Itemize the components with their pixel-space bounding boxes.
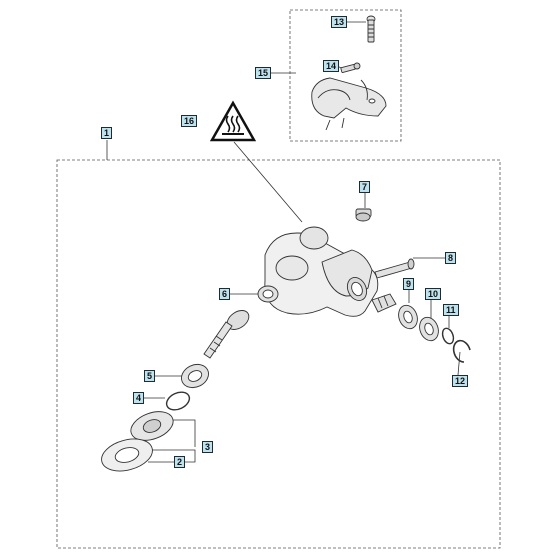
callout-14[interactable]: 14 (323, 60, 340, 72)
leader-12 (457, 351, 461, 376)
callout-7[interactable]: 7 (359, 181, 371, 193)
bearing-10-drawing (419, 316, 439, 342)
ring-4-drawing (165, 391, 191, 411)
callout-4[interactable]: 4 (133, 392, 145, 404)
callout-5[interactable]: 5 (144, 370, 156, 382)
flange-3-drawing (130, 411, 174, 441)
callout-1[interactable]: 1 (101, 127, 113, 139)
bearing-5-drawing (181, 363, 209, 389)
callout-10[interactable]: 10 (425, 288, 442, 300)
bolt-8-drawing (374, 258, 415, 279)
callout-11[interactable]: 11 (443, 304, 459, 316)
callout-2[interactable]: 2 (174, 456, 186, 468)
bearing-6-drawing (257, 285, 279, 303)
guard-bracket-drawing (311, 77, 387, 131)
callout-8[interactable]: 8 (445, 252, 457, 264)
ring-11-drawing (441, 327, 455, 345)
callout-12[interactable]: 12 (452, 375, 469, 387)
callout-16[interactable]: 16 (181, 115, 198, 127)
flange-2-drawing (101, 438, 153, 472)
circlip-12-drawing (452, 339, 471, 363)
callout-6[interactable]: 6 (219, 288, 231, 300)
main-assembly-frame (56, 159, 501, 549)
leader-16 (233, 141, 303, 223)
gear-shaft-drawing (203, 310, 250, 359)
plug-7-drawing (355, 208, 372, 222)
callout-3[interactable]: 3 (202, 441, 214, 453)
callout-15[interactable]: 15 (255, 67, 272, 79)
screw-13-drawing (366, 15, 376, 43)
screw-14-drawing (340, 62, 361, 73)
callout-9[interactable]: 9 (403, 278, 415, 290)
bearing-9-drawing (398, 304, 418, 330)
callout-13[interactable]: 13 (331, 16, 348, 28)
hot-surface-warning-icon (209, 100, 257, 142)
input-shaft-drawing (371, 293, 397, 313)
gear-housing-drawing (264, 226, 379, 317)
guard-bracket-frame (289, 9, 402, 142)
